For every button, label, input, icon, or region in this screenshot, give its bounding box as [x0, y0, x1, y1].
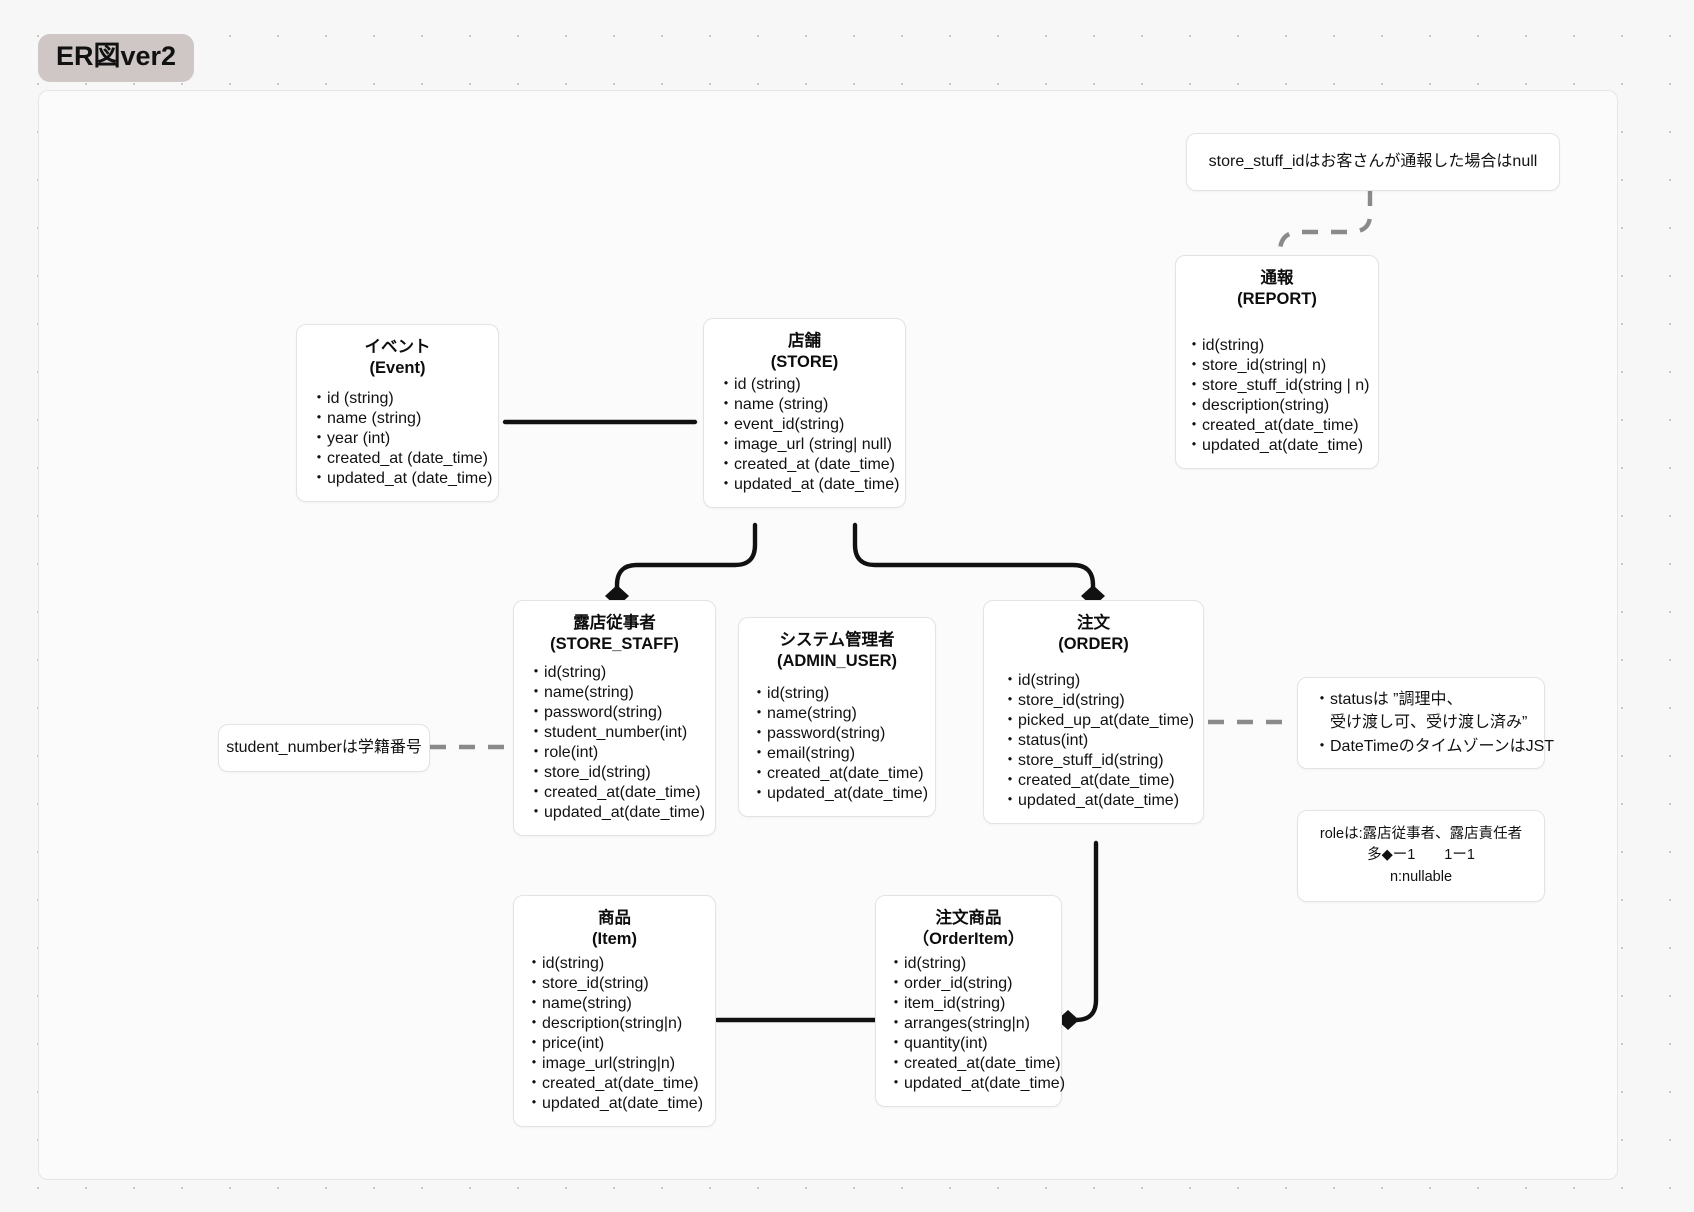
- field-row: store_id(string): [532, 763, 715, 783]
- field-row: name(string): [755, 704, 935, 724]
- entity-order-item-title-en: （OrderItem）: [912, 930, 1025, 949]
- field-row: order_id(string): [892, 974, 1061, 994]
- field-row: event_id(string): [722, 415, 905, 435]
- entity-store-title-en: (STORE): [770, 353, 839, 372]
- field-row: role(int): [532, 743, 715, 763]
- field-row: store_id(string): [1006, 691, 1203, 711]
- entity-event-title-ja: イベント: [364, 338, 431, 356]
- field-row: updated_at(date_time): [532, 803, 715, 823]
- field-row: store_id(string| n): [1190, 356, 1378, 376]
- entity-item-fields: id(string) store_id(string) name(string)…: [514, 954, 715, 1114]
- entity-order[interactable]: 注文 (ORDER) id(string) store_id(string) p…: [983, 600, 1204, 825]
- entity-admin-user-title-ja: システム管理者: [779, 631, 895, 649]
- entity-order-item[interactable]: 注文商品 （OrderItem） id(string) order_id(str…: [875, 895, 1065, 1108]
- field-row: id(string): [530, 954, 715, 974]
- entity-item-title-ja: 商品: [598, 909, 631, 927]
- field-row: image_url (string| null): [722, 435, 905, 455]
- note-line: store_stuff_idはお客さんが通報した場合はnull: [1208, 153, 1538, 171]
- note-line: ・DateTimeのタイムゾーンはJST: [1314, 737, 1555, 755]
- field-row: updated_at (date_time): [315, 469, 498, 489]
- field-row: updated_at(date_time): [755, 784, 935, 804]
- entity-store-staff-title-ja: 露店従事者: [573, 614, 656, 632]
- field-row: id(string): [755, 684, 935, 704]
- field-row: name (string): [722, 395, 905, 415]
- field-row: store_stuff_id(string | n): [1190, 376, 1378, 396]
- field-row: id(string): [532, 663, 715, 683]
- field-row: id(string): [1006, 671, 1203, 691]
- entity-order-item-fields: id(string) order_id(string) item_id(stri…: [876, 954, 1065, 1094]
- field-row: id (string): [315, 389, 498, 409]
- field-row: status(int): [1006, 731, 1203, 751]
- field-row: id(string): [892, 954, 1061, 974]
- field-row: updated_at (date_time): [722, 475, 905, 495]
- field-row: updated_at(date_time): [1190, 436, 1378, 456]
- entity-event-title-en: (Event): [369, 359, 426, 378]
- entity-item-title-en: (Item): [592, 930, 637, 949]
- field-row: arranges(string|n): [892, 1014, 1061, 1034]
- entity-order-item-title-ja: 注文商品: [935, 909, 1002, 927]
- note-line: n:nullable: [1389, 868, 1453, 885]
- field-row: created_at(date_time): [530, 1074, 715, 1094]
- field-row: updated_at(date_time): [530, 1094, 715, 1114]
- field-row: quantity(int): [892, 1034, 1061, 1054]
- field-row: updated_at(date_time): [1006, 791, 1203, 811]
- entity-store[interactable]: 店舗 (STORE) id (string) name (string) eve…: [703, 318, 906, 509]
- field-row: item_id(string): [892, 994, 1061, 1014]
- field-row: student_number(int): [532, 723, 715, 743]
- entity-report-title-ja: 通報: [1260, 269, 1294, 287]
- entity-order-title-ja: 注文: [1077, 614, 1110, 632]
- entity-admin-user-title-en: (ADMIN_USER): [776, 652, 898, 671]
- entity-store-staff[interactable]: 露店従事者 (STORE_STAFF) id(string) name(stri…: [513, 600, 716, 837]
- field-row: id (string): [722, 375, 905, 395]
- field-row: price(int): [530, 1034, 715, 1054]
- field-row: email(string): [755, 744, 935, 764]
- field-row: name(string): [530, 994, 715, 1014]
- entity-admin-user[interactable]: システム管理者 (ADMIN_USER) id(string) name(str…: [738, 617, 936, 818]
- entity-store-title-ja: 店舗: [788, 332, 821, 350]
- note-role-legend[interactable]: roleは:露店従事者、露店責任者 多◆ー1 1ー1 n:nullable: [1297, 810, 1545, 902]
- field-row: id(string): [1190, 336, 1378, 356]
- field-row: password(string): [755, 724, 935, 744]
- entity-store-staff-fields: id(string) name(string) password(string)…: [514, 663, 715, 823]
- field-row: store_id(string): [530, 974, 715, 994]
- entity-item[interactable]: 商品 (Item) id(string) store_id(string) na…: [513, 895, 716, 1128]
- entity-event[interactable]: イベント (Event) id (string) name (string) y…: [296, 324, 499, 503]
- field-row: created_at (date_time): [315, 449, 498, 469]
- field-row: name(string): [532, 683, 715, 703]
- entity-store-fields: id (string) name (string) event_id(strin…: [704, 375, 905, 495]
- field-row: store_stuff_id(string): [1006, 751, 1203, 771]
- diagram-title[interactable]: ER図ver2: [38, 34, 195, 82]
- field-row: created_at(date_time): [1006, 771, 1203, 791]
- entity-admin-user-fields: id(string) name(string) password(string)…: [739, 684, 935, 804]
- entity-report[interactable]: 通報 (REPORT) id(string) store_id(string| …: [1175, 255, 1379, 470]
- entity-report-title-en: (REPORT): [1237, 290, 1317, 309]
- note-store-stuff-id-null[interactable]: store_stuff_idはお客さんが通報した場合はnull: [1186, 133, 1560, 191]
- field-row: picked_up_at(date_time): [1006, 711, 1203, 731]
- entity-order-fields: id(string) store_id(string) picked_up_at…: [984, 671, 1203, 811]
- entity-report-fields: id(string) store_id(string| n) store_stu…: [1176, 336, 1378, 456]
- field-row: created_at(date_time): [892, 1054, 1061, 1074]
- field-row: created_at(date_time): [755, 764, 935, 784]
- field-row: year (int): [315, 429, 498, 449]
- field-row: name (string): [315, 409, 498, 429]
- note-line: 受け渡し可、受け渡し済み”: [1314, 714, 1528, 732]
- field-row: created_at(date_time): [1190, 416, 1378, 436]
- field-row: password(string): [532, 703, 715, 723]
- entity-order-title-en: (ORDER): [1058, 635, 1129, 654]
- note-line: ・statusは ”調理中、: [1314, 691, 1463, 709]
- entity-store-staff-title-en: (STORE_STAFF): [550, 635, 679, 654]
- entity-event-fields: id (string) name (string) year (int) cre…: [297, 389, 498, 489]
- field-row: description(string|n): [530, 1014, 715, 1034]
- note-line: roleは:露店従事者、露店責任者: [1319, 826, 1523, 843]
- field-row: description(string): [1190, 396, 1378, 416]
- note-student-number[interactable]: student_numberは学籍番号: [218, 724, 430, 772]
- field-row: created_at (date_time): [722, 455, 905, 475]
- field-row: image_url(string|n): [530, 1054, 715, 1074]
- note-status-timezone[interactable]: ・statusは ”調理中、 受け渡し可、受け渡し済み” ・DateTimeのタ…: [1297, 677, 1554, 769]
- field-row: updated_at(date_time): [892, 1074, 1065, 1094]
- note-line: 多◆ー1 1ー1: [1367, 847, 1475, 864]
- note-line: student_numberは学籍番号: [226, 739, 422, 757]
- field-row: created_at(date_time): [532, 783, 715, 803]
